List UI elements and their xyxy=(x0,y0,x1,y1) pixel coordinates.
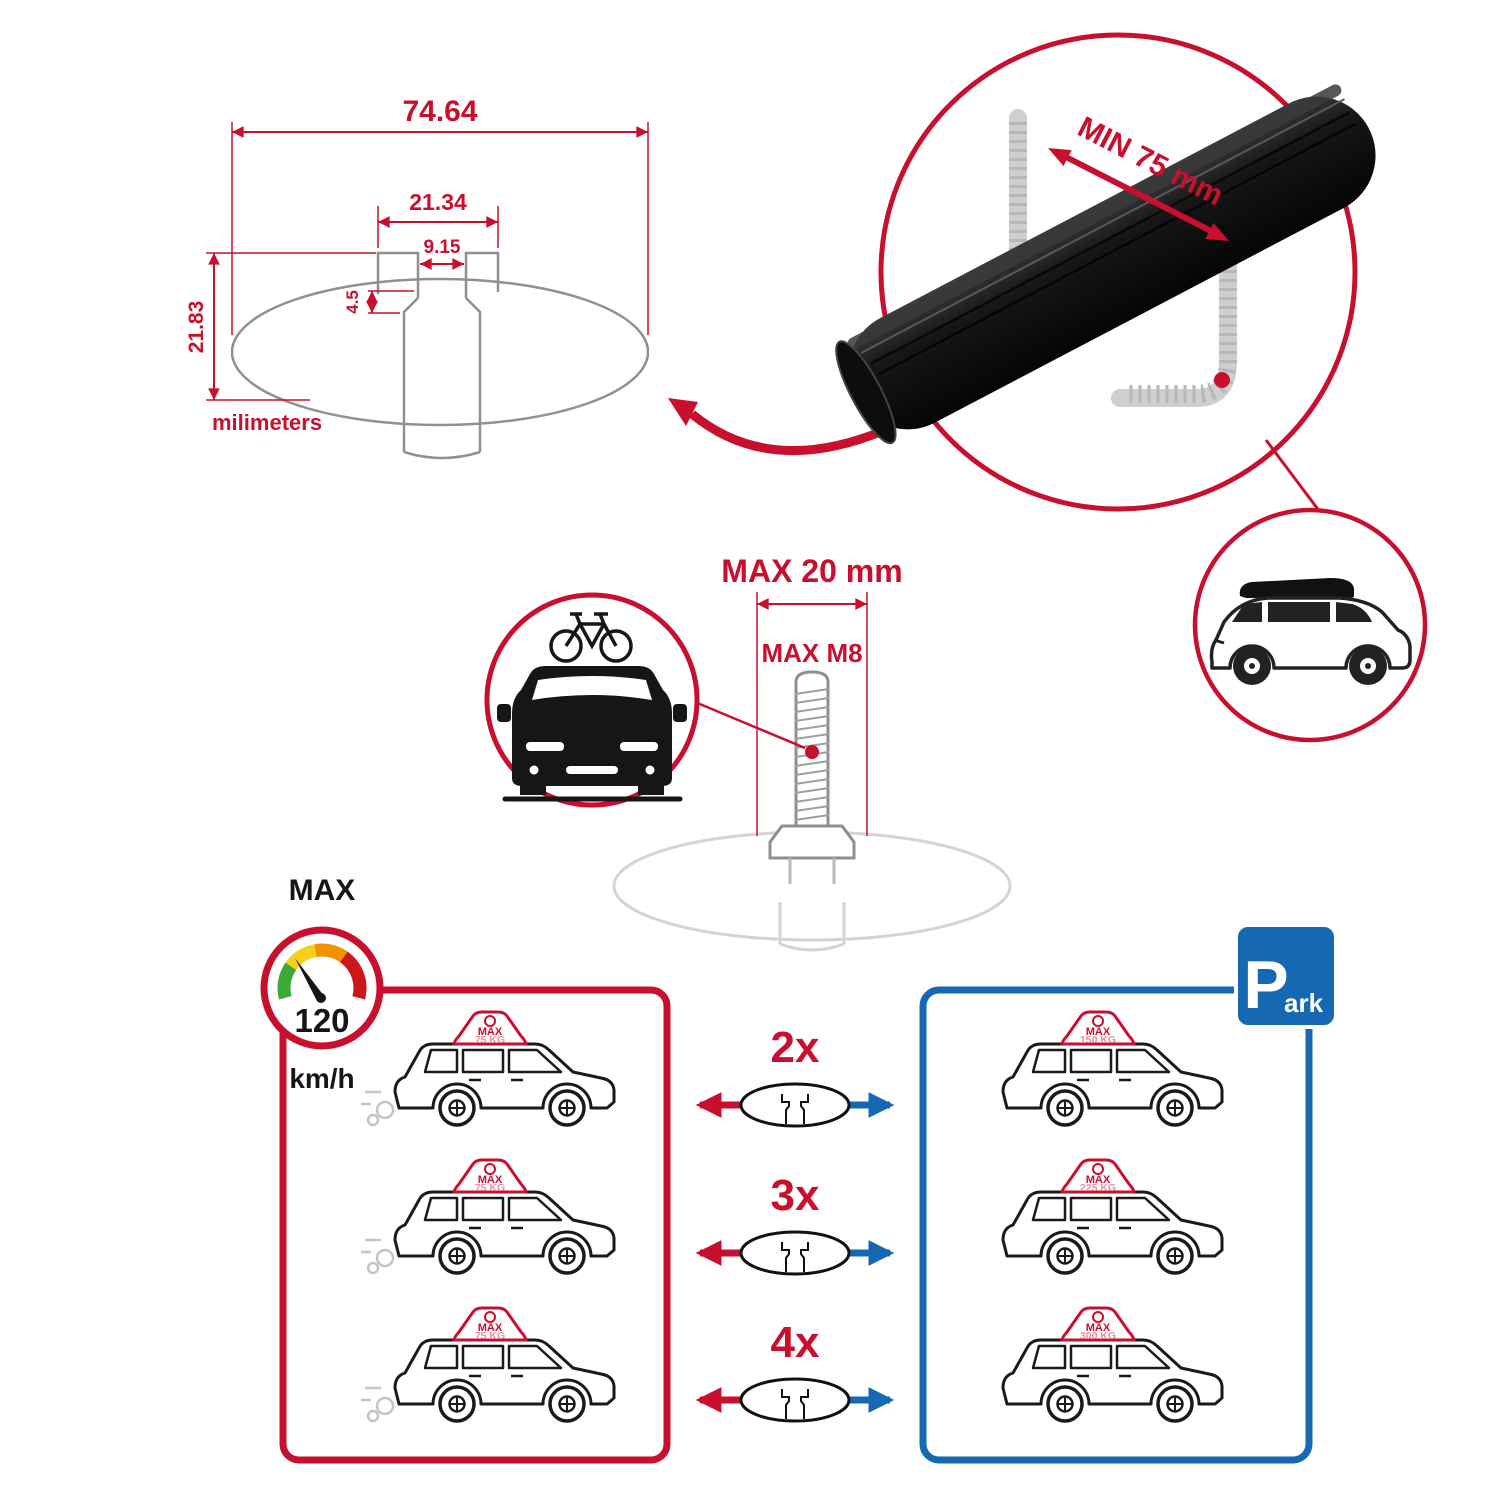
bolt-callout-line xyxy=(694,700,806,750)
load-max-label: MAX xyxy=(478,1322,503,1334)
park-sign-ark: ark xyxy=(1284,988,1324,1018)
park-sign: P ark xyxy=(1234,923,1338,1029)
dim-total-height: 21.83 xyxy=(185,301,208,354)
max-width-label: MAX 20 mm xyxy=(721,553,902,589)
car-front-icon xyxy=(497,666,687,802)
bolt-callout-dot xyxy=(805,745,819,759)
units-label: milimeters xyxy=(212,410,322,435)
t-bolt xyxy=(768,670,856,884)
load-value-label: 150 KG xyxy=(1080,1034,1116,1046)
bike-icon xyxy=(549,612,633,663)
dim-channel-width: 21.34 xyxy=(409,189,467,215)
load-max-label: MAX xyxy=(478,1174,503,1186)
park-sign-p: P xyxy=(1243,947,1288,1023)
gauge-unit: km/h xyxy=(289,1063,354,1094)
crossbar-icon-3 xyxy=(739,1377,851,1423)
crossbar-detail-circle: MIN 75 mm xyxy=(835,32,1376,513)
speed-gauge: MAX 120 km/h xyxy=(260,874,384,1094)
load-max-label: MAX xyxy=(1086,1174,1111,1186)
dim-slot-depth: 4.5 xyxy=(343,290,362,314)
parking-car-3: MAX 300 KG xyxy=(1001,1306,1224,1423)
roof-box xyxy=(1239,578,1354,598)
driving-car-3: MAX 75 KG xyxy=(359,1306,616,1423)
driving-car-2: MAX 75 KG xyxy=(359,1158,616,1275)
parking-car-2: MAX 225 KG xyxy=(1001,1158,1224,1275)
driving-car-1: MAX 75 KG xyxy=(359,1010,616,1127)
detail-pointer-arrow xyxy=(668,398,887,455)
dim-total-width: 74.64 xyxy=(402,95,477,128)
load-value-label: 75 KG xyxy=(475,1330,505,1342)
load-value-label: 75 KG xyxy=(475,1034,505,1046)
callout-line xyxy=(1264,439,1322,513)
dim-slot-width: 9.15 xyxy=(424,237,461,258)
crossbar-icon-2 xyxy=(739,1230,851,1276)
t-slot-stem-profile xyxy=(402,297,482,460)
crossbar-3d xyxy=(835,84,1376,445)
cross-section-drawing: 74.64 21.34 9.15 4.5 21.83 milimeters xyxy=(185,95,650,460)
suv-roofbox-circle xyxy=(1192,507,1428,743)
load-max-label: MAX xyxy=(1086,1322,1111,1334)
callout-dot xyxy=(1214,372,1230,388)
gauge-title: MAX xyxy=(289,874,356,907)
gauge-value: 120 xyxy=(294,1002,349,1039)
car-bike-circle xyxy=(484,592,700,808)
bolt-diagram: MAX 20 mm MAX M8 xyxy=(612,553,1012,952)
count-label-2: 3x xyxy=(771,1171,820,1220)
max-thread-label: MAX M8 xyxy=(761,638,862,668)
parking-car-1: MAX 150 KG xyxy=(1001,1010,1224,1127)
suv-roofbox-illustration xyxy=(1209,578,1412,685)
crossbar-oval-profile xyxy=(230,277,650,427)
load-value-label: 300 KG xyxy=(1080,1330,1116,1342)
crossbar-icon-1 xyxy=(739,1082,851,1128)
t-slot-channel-profile xyxy=(376,251,500,298)
load-max-label: MAX xyxy=(478,1026,503,1038)
load-value-label: 75 KG xyxy=(475,1182,505,1194)
load-value-label: 225 KG xyxy=(1080,1182,1116,1194)
count-label-3: 4x xyxy=(771,1318,820,1367)
gauge-needle xyxy=(295,958,324,1001)
load-max-label: MAX xyxy=(1086,1026,1111,1038)
count-label-1: 2x xyxy=(771,1023,820,1072)
crossbar-count-rows: 2x 3x 4x xyxy=(695,1023,895,1423)
